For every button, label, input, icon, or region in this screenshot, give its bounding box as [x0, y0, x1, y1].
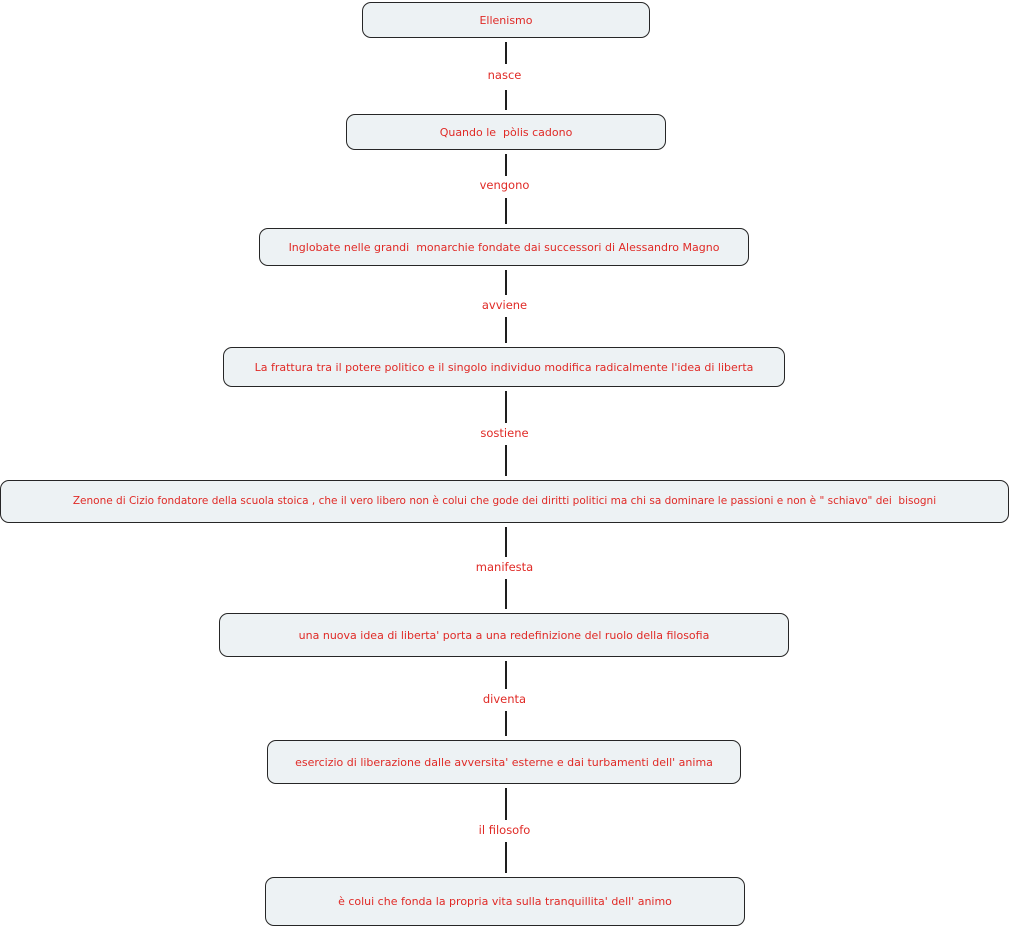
edge-label-manifesta[interactable]: manifesta [475, 560, 534, 574]
edge-label-sostiene[interactable]: sostiene [480, 426, 529, 440]
connector-line [505, 391, 507, 423]
node-filosofo-tranquillita-animo[interactable]: è colui che fonda la propria vita sulla … [265, 877, 745, 926]
connector-line [505, 445, 507, 476]
node-monarchie-alessandro-magno[interactable]: Inglobate nelle grandi monarchie fondate… [259, 228, 749, 266]
node-label: una nuova idea di liberta' porta a una r… [298, 628, 710, 642]
node-label: La frattura tra il potere politico e il … [254, 360, 754, 374]
connector-line [505, 317, 507, 343]
connector-line [505, 90, 507, 110]
connector-line [505, 711, 507, 736]
connector-line [505, 842, 507, 873]
edge-label-diventa[interactable]: diventa [482, 692, 527, 706]
connector-line [505, 661, 507, 689]
node-esercizio-liberazione[interactable]: esercizio di liberazione dalle avversita… [267, 740, 741, 784]
node-label: Ellenismo [479, 13, 533, 27]
connector-line [505, 527, 507, 557]
node-frattura-potere-politico[interactable]: La frattura tra il potere politico e il … [223, 347, 785, 387]
node-zenone-di-cizio[interactable]: Zenone di Cizio fondatore della scuola s… [0, 480, 1009, 523]
node-ellenismo[interactable]: Ellenismo [362, 2, 650, 38]
connector-line [505, 579, 507, 609]
connector-line [505, 154, 507, 176]
node-label: esercizio di liberazione dalle avversita… [295, 755, 713, 769]
node-label: Zenone di Cizio fondatore della scuola s… [72, 495, 937, 508]
node-label: è colui che fonda la propria vita sulla … [338, 895, 672, 908]
node-label: Inglobate nelle grandi monarchie fondate… [288, 240, 720, 254]
edge-label-il-filosofo[interactable]: il filosofo [478, 823, 531, 837]
node-polis-cadono[interactable]: Quando le pòlis cadono [346, 114, 666, 150]
connector-line [505, 42, 507, 64]
node-label: Quando le pòlis cadono [439, 125, 573, 139]
edge-label-nasce[interactable]: nasce [487, 68, 522, 82]
node-nuova-idea-liberta[interactable]: una nuova idea di liberta' porta a una r… [219, 613, 789, 657]
connector-line [505, 788, 507, 820]
connector-line [505, 270, 507, 295]
connector-line [505, 198, 507, 224]
edge-label-vengono[interactable]: vengono [479, 178, 530, 192]
edge-label-avviene[interactable]: avviene [481, 298, 528, 312]
